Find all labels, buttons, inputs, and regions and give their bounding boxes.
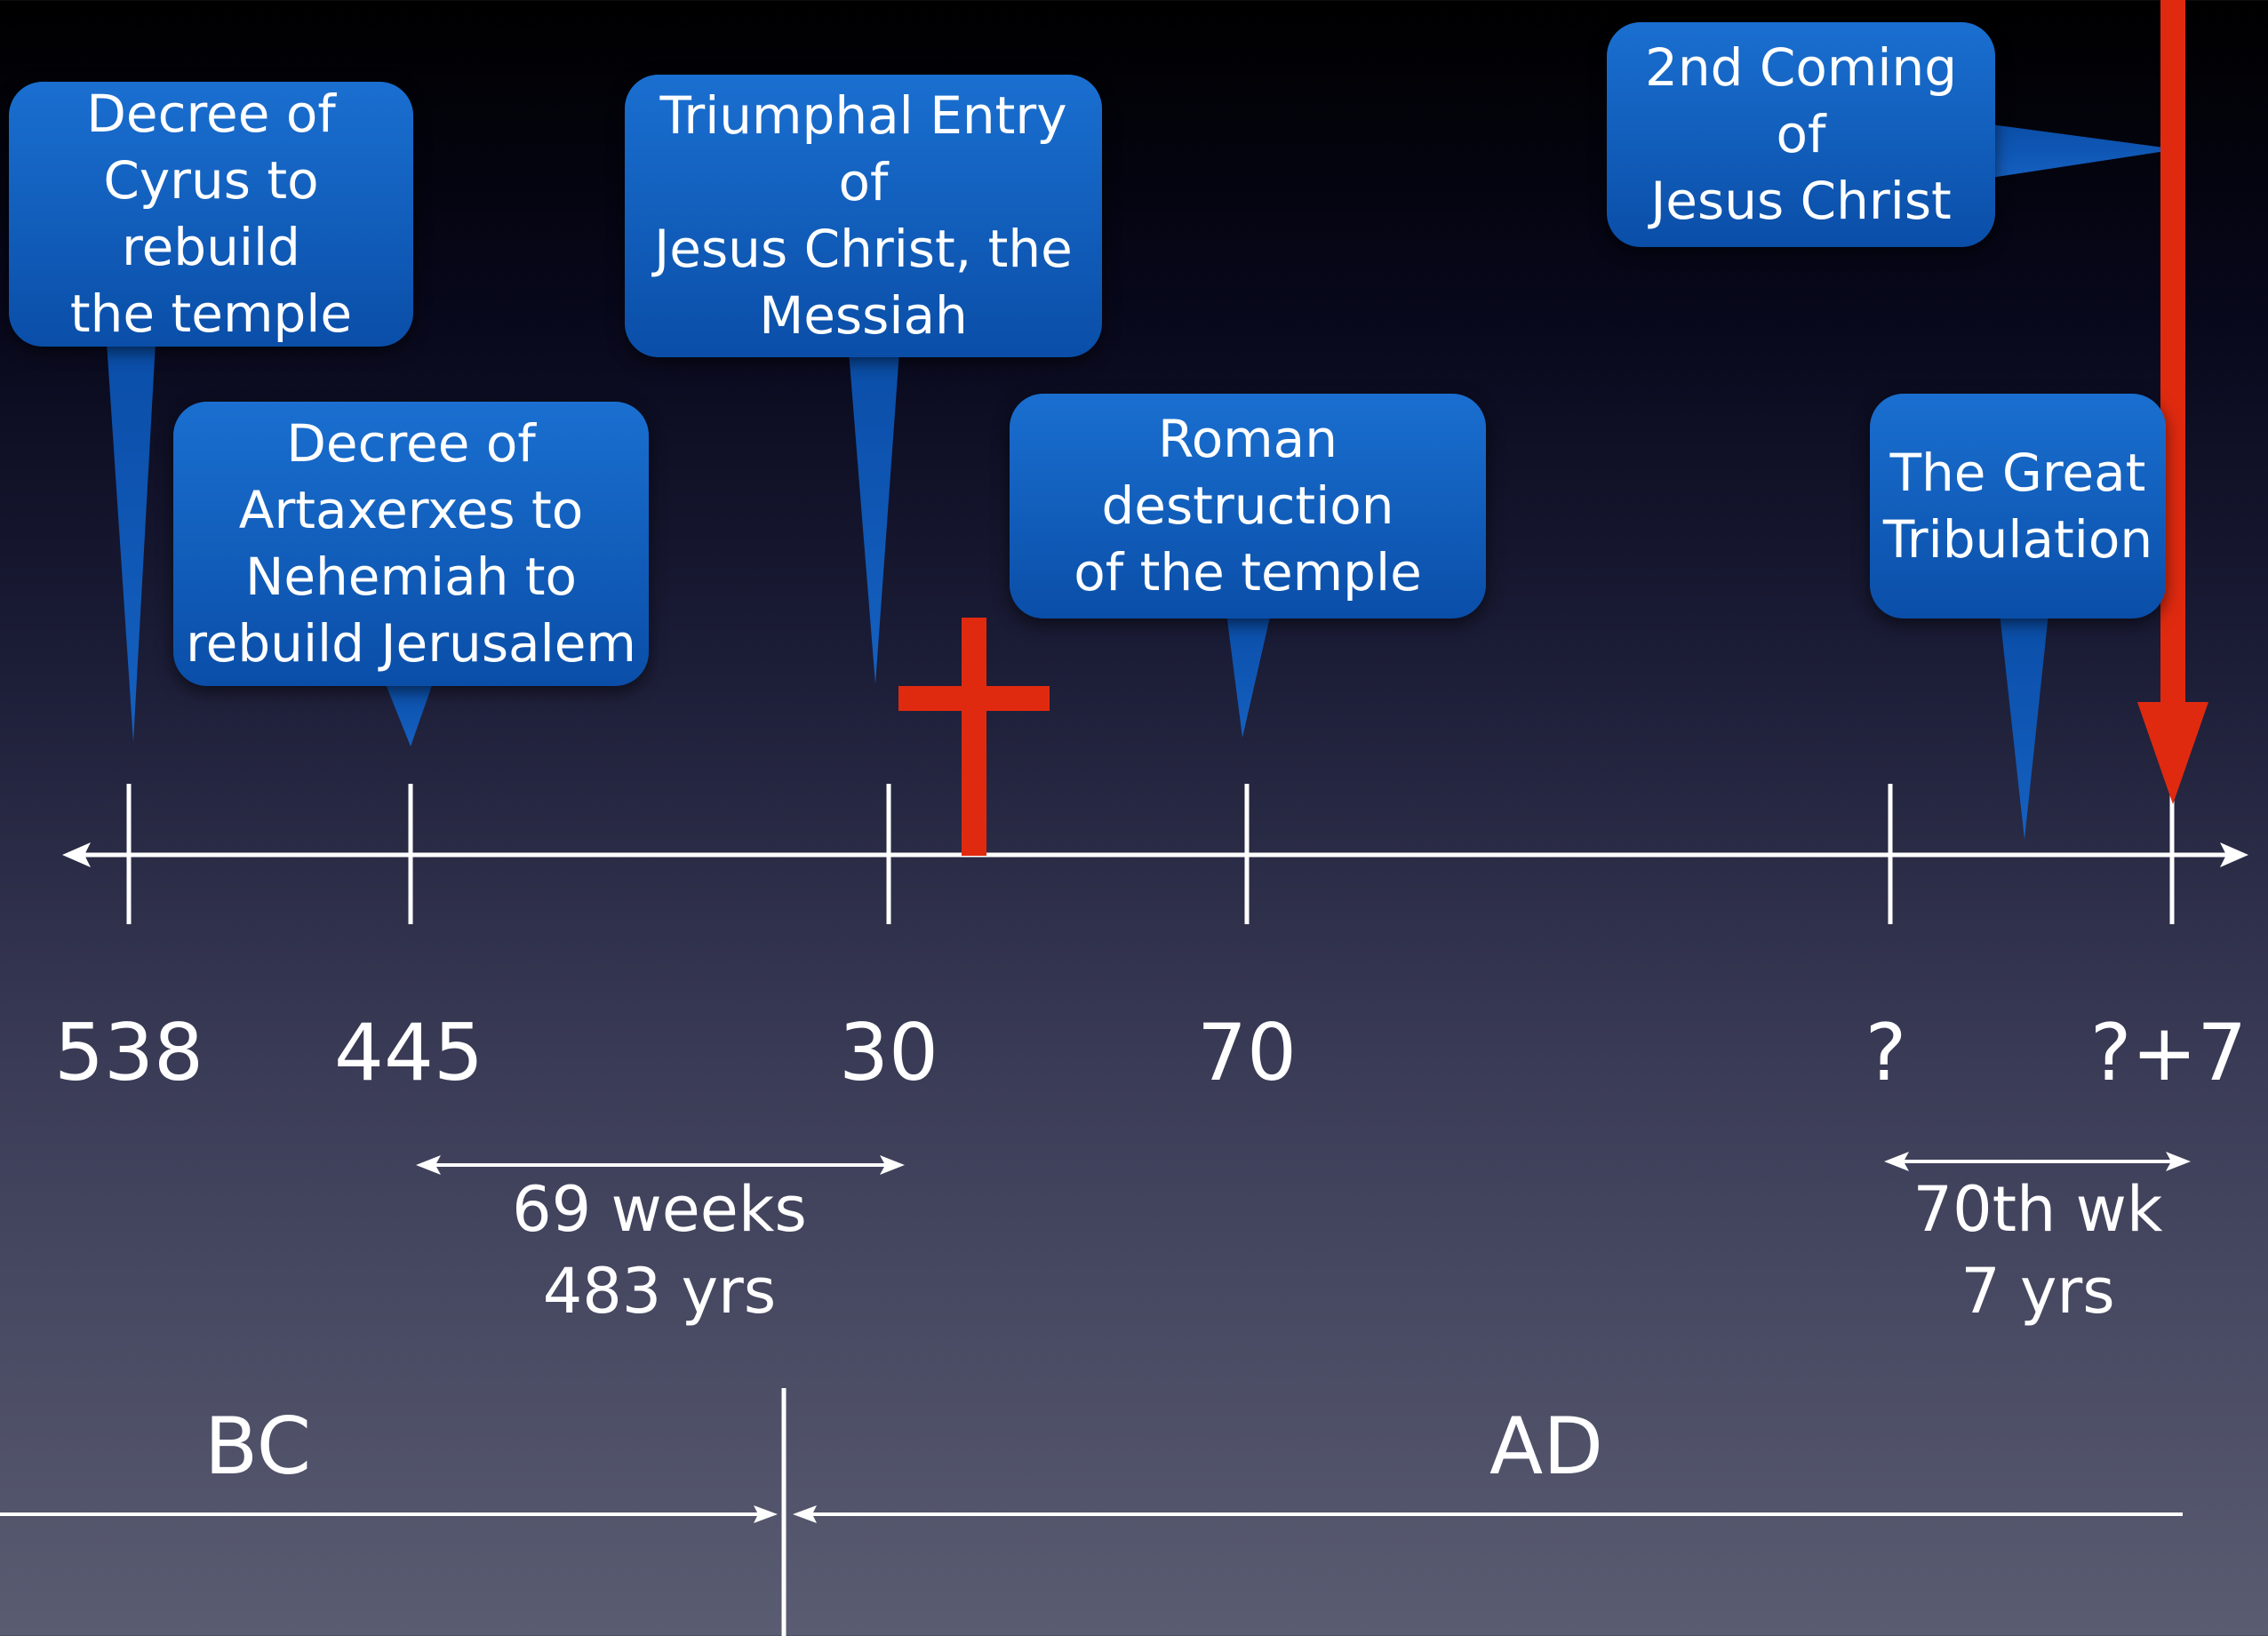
second-coming-callout: 2nd Coming of Jesus Christ bbox=[1607, 22, 1995, 247]
cyrus-decree-callout: Decree of Cyrus to rebuild the temple bbox=[9, 82, 413, 347]
year-label-445: 445 bbox=[334, 1007, 483, 1098]
second-coming-callout-tail bbox=[1991, 124, 2177, 178]
bc-era-label: BC bbox=[204, 1401, 312, 1492]
year-label-70: 70 bbox=[1197, 1007, 1297, 1098]
ad-era-arrow bbox=[793, 1505, 2183, 1523]
year-label-30: 30 bbox=[839, 1007, 938, 1098]
ad-era-label: AD bbox=[1489, 1401, 1603, 1492]
year-label-unknown-plus-7: ?+7 bbox=[2089, 1007, 2248, 1098]
year-label-538: 538 bbox=[54, 1007, 204, 1098]
sixty-nine-weeks-label: 69 weeks 483 yrs bbox=[512, 1173, 807, 1328]
great-tribulation-callout: The Great Tribulation bbox=[1870, 394, 2166, 618]
bc-era-arrow bbox=[0, 1505, 778, 1523]
year-label-unknown: ? bbox=[1865, 1007, 1907, 1098]
seventieth-week-span-arrow bbox=[1884, 1152, 2191, 1171]
cyrus-callout-tail bbox=[107, 342, 156, 742]
triumphal-entry-callout: Triumphal Entry of Jesus Christ, the Mes… bbox=[625, 75, 1102, 357]
roman-destruction-callout: Roman destruction of the temple bbox=[1010, 394, 1486, 618]
seventieth-week-label: 70th wk 7 yrs bbox=[1913, 1173, 2163, 1328]
triumphal-callout-tail bbox=[849, 351, 899, 684]
roman-callout-tail bbox=[1226, 613, 1271, 738]
tribulation-callout-tail bbox=[2000, 613, 2048, 840]
timeline-left-arrowhead bbox=[62, 842, 91, 867]
artaxerxes-decree-callout: Decree of Artaxerxes to Nehemiah to rebu… bbox=[173, 402, 649, 686]
artaxerxes-callout-tail bbox=[382, 675, 435, 746]
timeline-right-arrowhead bbox=[2220, 842, 2248, 867]
sixty-nine-weeks-span-arrow bbox=[416, 1155, 905, 1175]
cross-icon bbox=[898, 618, 1050, 856]
